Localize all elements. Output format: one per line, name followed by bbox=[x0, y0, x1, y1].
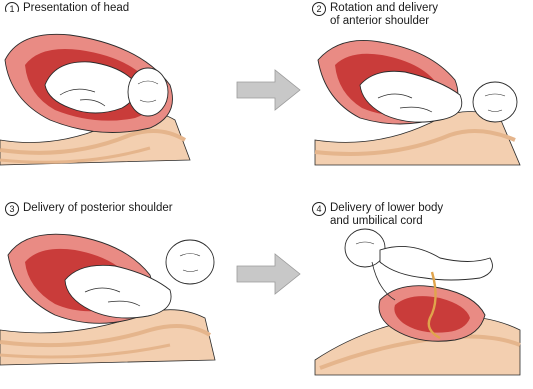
panel-2-illustration bbox=[315, 40, 520, 165]
arrow-right-icon bbox=[237, 254, 300, 294]
panel-4-illustration bbox=[315, 229, 520, 375]
panel-3-illustration bbox=[0, 234, 215, 365]
panel-1-illustration bbox=[0, 12, 200, 165]
arrow-right-icon bbox=[237, 70, 300, 110]
